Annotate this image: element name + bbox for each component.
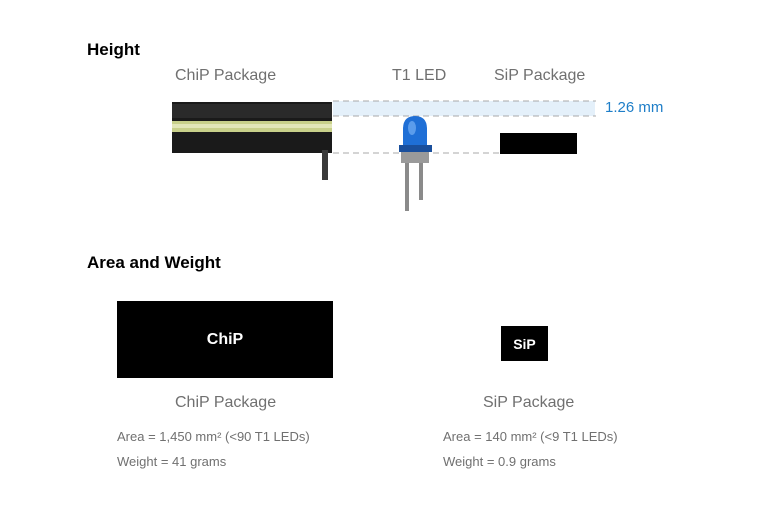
area-weight-title: Area and Weight bbox=[87, 253, 221, 272]
chip-package-label: ChiP Package bbox=[175, 394, 277, 411]
chip-height-label: ChiP Package bbox=[175, 67, 277, 84]
chip-side-view bbox=[172, 102, 332, 180]
chip-area-text: Area = 1,450 mm² (<90 T1 LEDs) bbox=[117, 429, 310, 444]
sip-height-label: SiP Package bbox=[494, 67, 586, 84]
chip-package-box: ChiP bbox=[117, 301, 333, 378]
height-title: Height bbox=[87, 40, 140, 59]
sip-weight-text: Weight = 0.9 grams bbox=[443, 454, 556, 469]
height-band bbox=[333, 101, 595, 116]
sip-box-label: SiP bbox=[513, 335, 536, 352]
chip-box-label: ChiP bbox=[206, 330, 244, 348]
led-height-label: T1 LED bbox=[392, 67, 447, 84]
sip-package-label: SiP Package bbox=[483, 394, 575, 411]
sip-package-box: SiP bbox=[501, 326, 548, 361]
t1-led-icon bbox=[399, 116, 432, 211]
sip-side-view bbox=[500, 133, 577, 154]
chip-weight-text: Weight = 41 grams bbox=[117, 454, 227, 469]
sip-area-text: Area = 140 mm² (<9 T1 LEDs) bbox=[443, 429, 618, 444]
height-measurement: 1.26 mm bbox=[605, 99, 664, 116]
